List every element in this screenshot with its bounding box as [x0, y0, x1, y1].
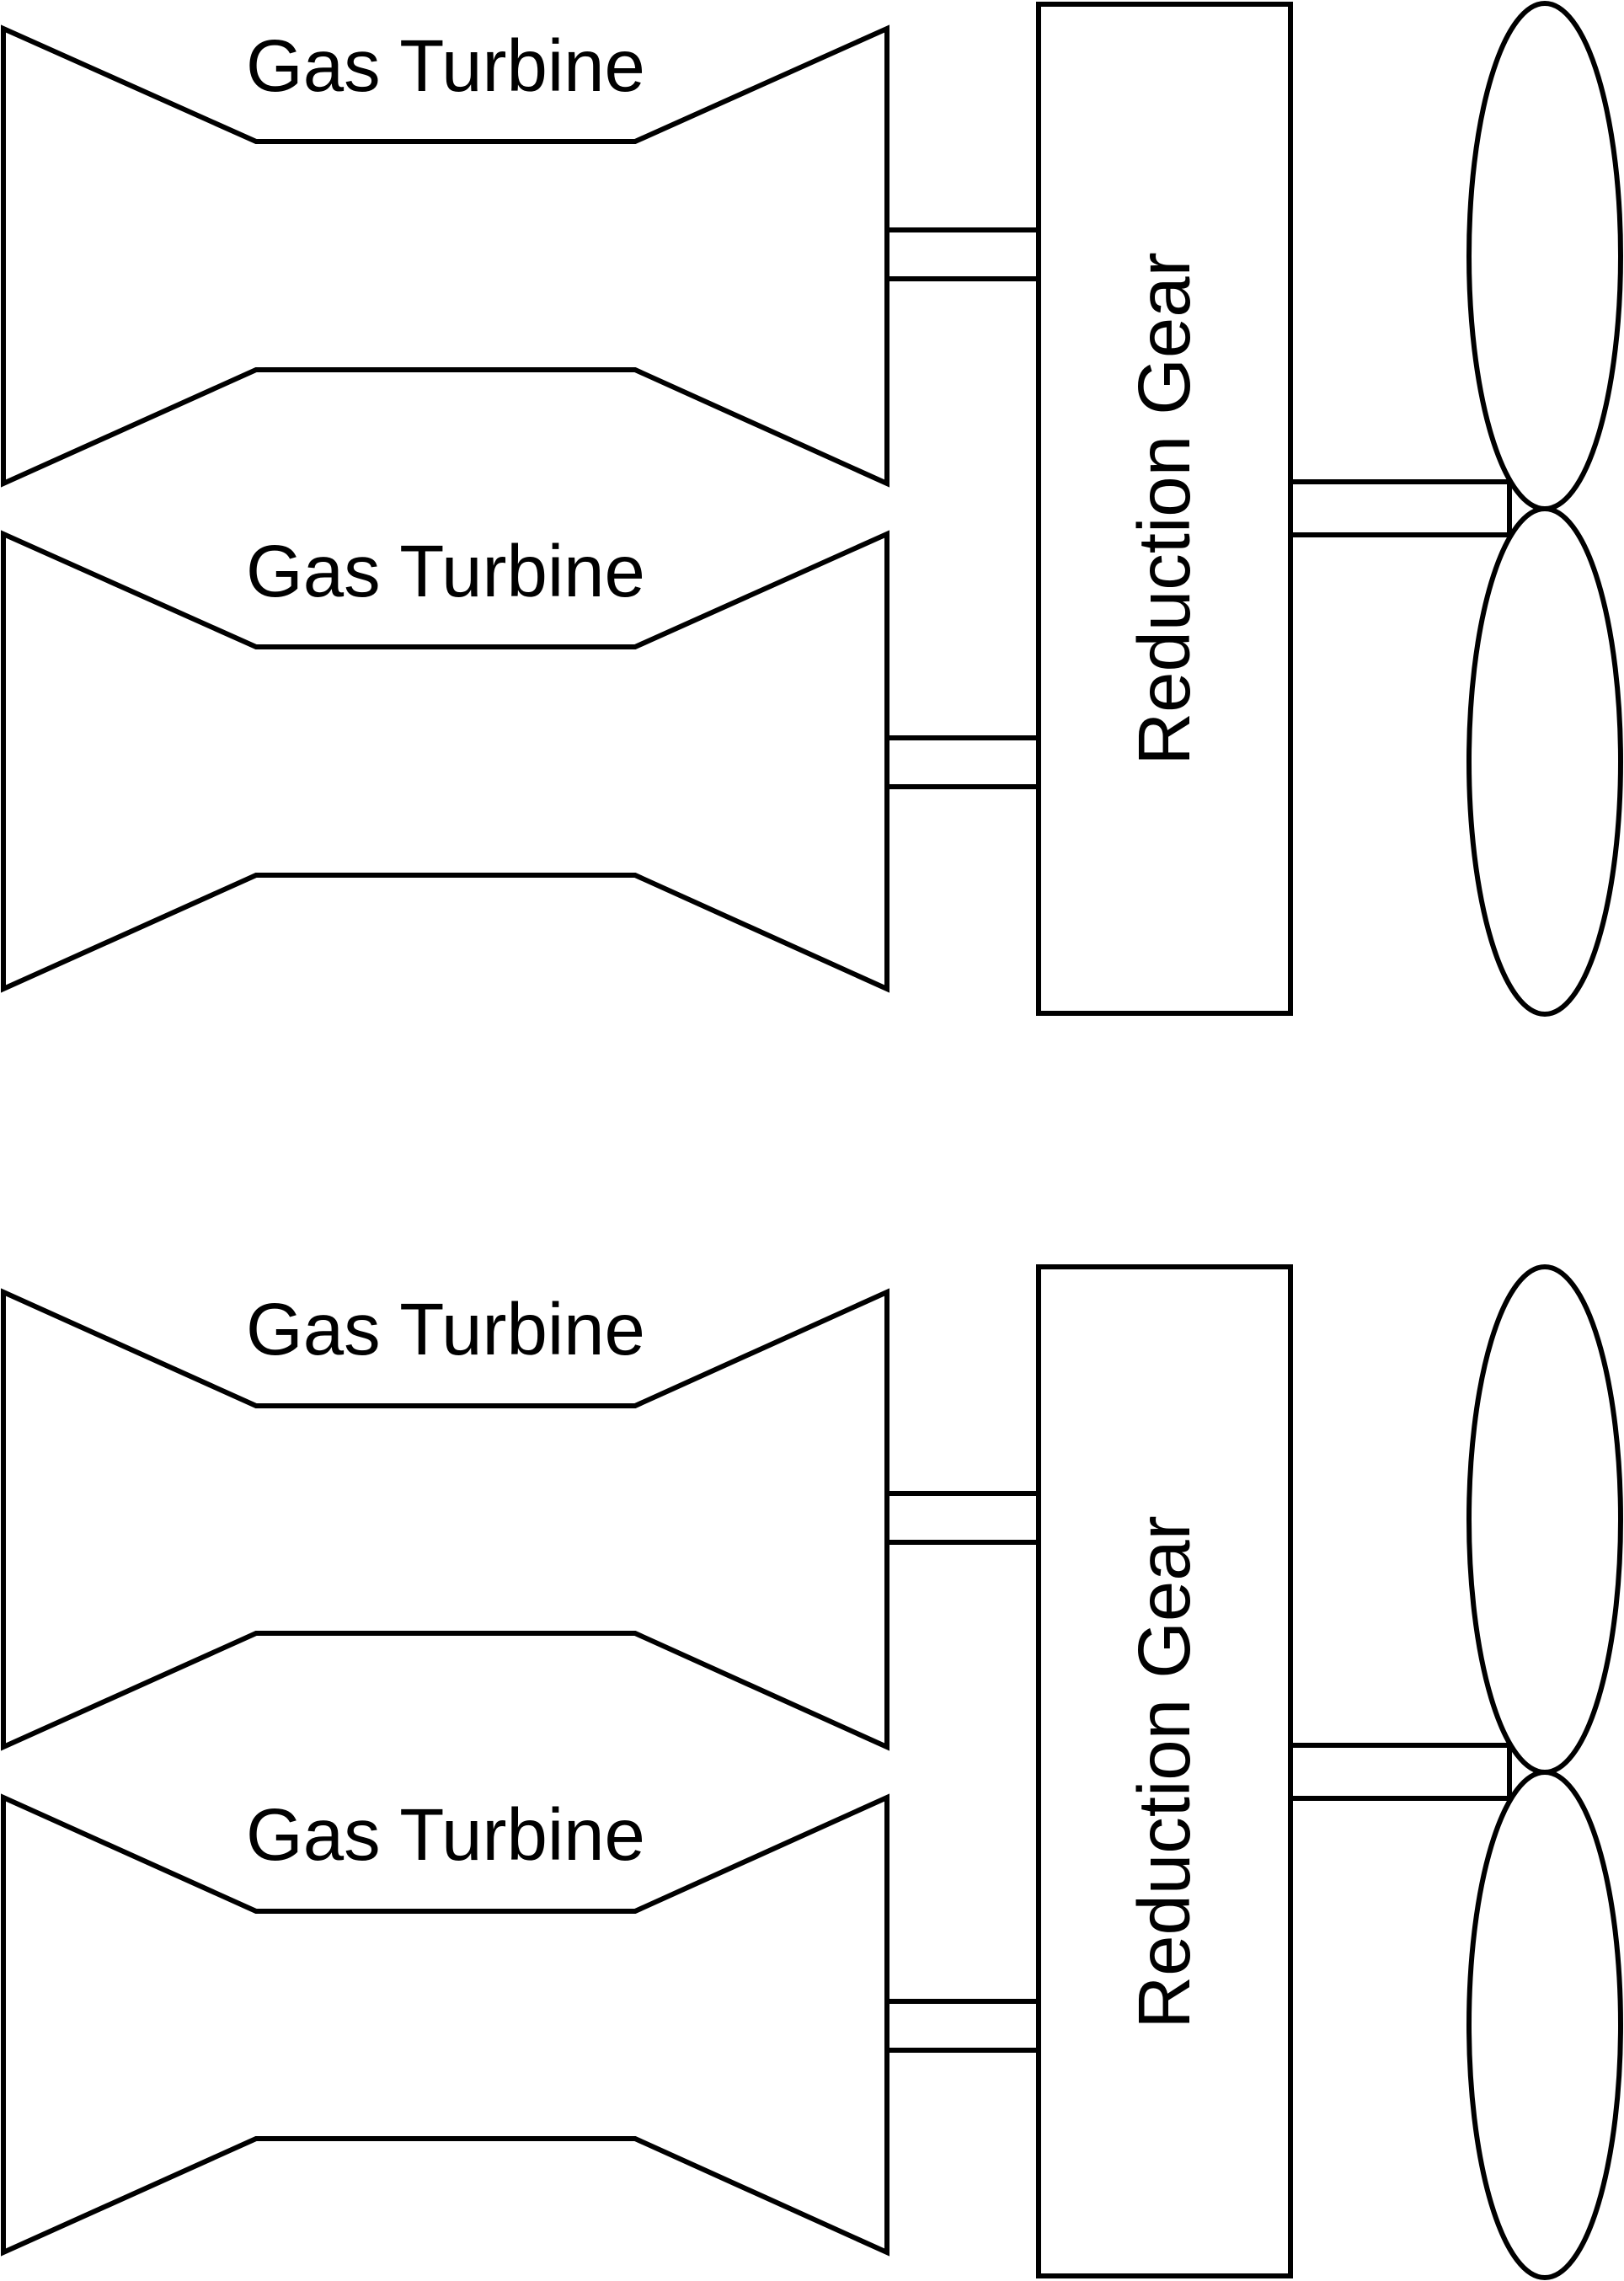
- propeller-blade-icon: [1466, 1770, 1623, 2280]
- propeller-blade-icon: [1466, 506, 1623, 1017]
- gas-turbine-label: Gas Turbine: [246, 25, 645, 107]
- propeller-blade-icon: [1466, 1264, 1623, 1775]
- reduction-gear-2: Reduction Gear: [1036, 1264, 1293, 2278]
- gas-turbine-label: Gas Turbine: [246, 1794, 645, 1876]
- propeller-shaft: [1288, 479, 1512, 537]
- propeller-blade-icon: [1466, 1, 1623, 511]
- propeller-1: [1466, 1, 1623, 1017]
- turbine-output-shaft: [884, 227, 1041, 281]
- reduction-gear-label: Reduction Gear: [1124, 1515, 1205, 2028]
- gas-turbine-icon: [1, 1793, 889, 2257]
- turbine-output-shaft: [884, 1999, 1041, 2053]
- propulsion-group-2: Gas Turbine Gas Turbine Reduction Gear: [1, 1264, 1623, 2280]
- reduction-gear-label: Reduction Gear: [1124, 252, 1205, 765]
- gas-turbine-4: Gas Turbine: [1, 1793, 1041, 2257]
- gas-turbine-1: Gas Turbine: [0, 24, 1041, 488]
- propeller-2: [1466, 1264, 1623, 2280]
- gas-turbine-label: Gas Turbine: [246, 1289, 645, 1370]
- reduction-gear-1: Reduction Gear: [1036, 2, 1293, 1016]
- gas-turbine-2: Gas Turbine: [0, 530, 1041, 993]
- propeller-shaft: [1288, 1743, 1512, 1801]
- gas-turbine-label: Gas Turbine: [246, 531, 645, 612]
- gas-turbine-icon: [0, 530, 889, 993]
- turbine-output-shaft: [884, 1491, 1041, 1545]
- gas-turbine-icon: [0, 24, 889, 488]
- gas-turbine-icon: [1, 1288, 889, 1751]
- gas-turbine-3: Gas Turbine: [1, 1288, 1041, 1751]
- propulsion-group-1: Gas Turbine Gas Turbine Reduction Gear: [0, 1, 1623, 1017]
- turbine-output-shaft: [884, 735, 1041, 789]
